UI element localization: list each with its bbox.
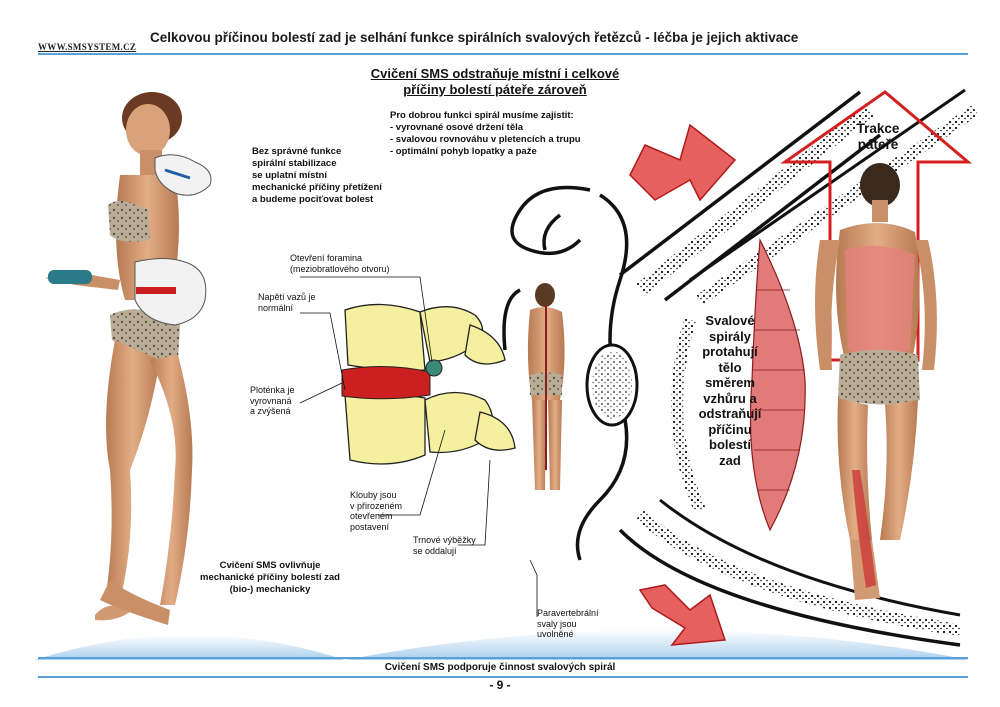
spiral-line: Svalové [705, 313, 755, 328]
label-line: v přirozeném [350, 500, 403, 511]
bottom-wave-right [345, 630, 970, 660]
header-rule [38, 53, 968, 55]
spiral-line: zad [719, 452, 741, 468]
label-line: (meziobratlového otvoru) [290, 263, 390, 274]
page-number: - 9 - [489, 678, 511, 692]
left-note-line: a budeme pociťovat bolest [252, 194, 374, 205]
paravertebral-bands [618, 88, 979, 647]
intro-block: Pro dobrou funkci spirál musíme zajistit… [390, 110, 581, 158]
label-foramina: Otevření foramina (meziobratlového otvor… [290, 253, 390, 274]
label-line: Klouby jsou [350, 490, 397, 500]
subtitle-line-1: Cvičení SMS odstraňuje místní i celkové [370, 66, 620, 81]
label-line: uvolněné [537, 629, 574, 639]
back-view-woman-figure [815, 163, 937, 600]
standing-woman-figure [45, 92, 193, 625]
note-line: mechanické příčiny bolestí zad [200, 572, 340, 583]
label-line: Napětí vazů je [258, 292, 316, 302]
note-line: (bio-) mechanicky [229, 584, 311, 595]
left-note: Bez správné funkce spirální stabilizace … [252, 146, 382, 206]
note-line: Cvičení SMS ovlivňuje [219, 560, 321, 571]
small-woman-figure [527, 283, 565, 490]
label-line: postavení [350, 521, 390, 532]
label-line: Ploténka je [250, 385, 295, 395]
label-line: Trnové výběžky [413, 535, 476, 545]
label-line: Paravertebrální [537, 608, 599, 618]
spiral-line: směrem [705, 375, 755, 390]
label-line: Otevření foramina [290, 253, 363, 263]
label-line: se oddalují [413, 545, 457, 556]
subtitle: Cvičení SMS odstraňuje místní i celkové … [330, 66, 660, 98]
label-line: svaly jsou [537, 618, 577, 629]
bottom-wave-left [35, 635, 345, 660]
traction-line: páteře [857, 136, 899, 152]
intro-item: - vyrovnané osové držení těla [390, 122, 524, 133]
site-url[interactable]: WWW.SMSYSTEM.CZ [38, 42, 137, 52]
spiral-line: vzhůru a [703, 390, 757, 406]
red-arrow-up-left [629, 123, 737, 202]
intro-item: - svalovou rovnováhu v pletencích a trup… [390, 134, 581, 145]
left-note-line: se uplatní místní [252, 170, 327, 181]
label-line: vyrovnaná [250, 395, 292, 406]
left-note-line: Bez správné funkce [252, 146, 342, 157]
footer-rule-top [38, 657, 968, 659]
label-joints: Klouby jsou v přirozeném otevřeném posta… [350, 490, 402, 532]
vertebra-diagram [341, 303, 516, 465]
spiral-text: Svalové spirály protahují tělo směrem vz… [695, 313, 765, 468]
spiral-line: spirály [709, 328, 751, 344]
shoulder-vertebra-inset [154, 154, 212, 196]
footer-title: Cvičení SMS podporuje činnost svalových … [384, 662, 616, 673]
intro-heading: Pro dobrou funkci spirál musíme zajistit… [390, 110, 574, 121]
footer-rule-bottom [38, 676, 968, 678]
waist-vertebra-inset [134, 258, 207, 326]
spiral-line: tělo [718, 359, 742, 375]
spiral-line: příčinu [708, 421, 752, 437]
spiral-line: protahují [702, 344, 758, 359]
left-note-line: spirální stabilizace [252, 158, 337, 169]
label-paravertebral: Paravertebrální svaly jsou uvolněné [537, 608, 599, 640]
label-line: a zvýšená [250, 406, 291, 416]
label-leader-lines [299, 276, 538, 617]
left-note-line: mechanické příčiny přetížení [252, 182, 382, 193]
label-line: normální [258, 302, 294, 313]
label-line: otevřeném [350, 511, 393, 521]
subtitle-line-2: příčiny bolestí páteře zároveň [403, 82, 587, 97]
spiral-line: bolestí [709, 437, 751, 452]
muscle-spindle [749, 237, 806, 532]
bottom-left-note: Cvičení SMS ovlivňuje mechanické příčiny… [175, 560, 365, 596]
traction-label: Trakce páteře [838, 121, 918, 152]
spiral-line: odstraňují [698, 406, 762, 421]
label-disc: Ploténka je vyrovnaná a zvýšená [250, 385, 295, 417]
red-arrow-down-left [638, 584, 727, 646]
page-header-title: Celkovou příčinou bolestí zad je selhání… [150, 30, 799, 45]
label-ligament: Napětí vazů je normální [258, 292, 316, 313]
intro-item: - optimální pohyb lopatky a paže [390, 146, 537, 157]
label-spinous: Trnové výběžky se oddalují [413, 535, 476, 556]
traction-line: Trakce [856, 121, 900, 136]
